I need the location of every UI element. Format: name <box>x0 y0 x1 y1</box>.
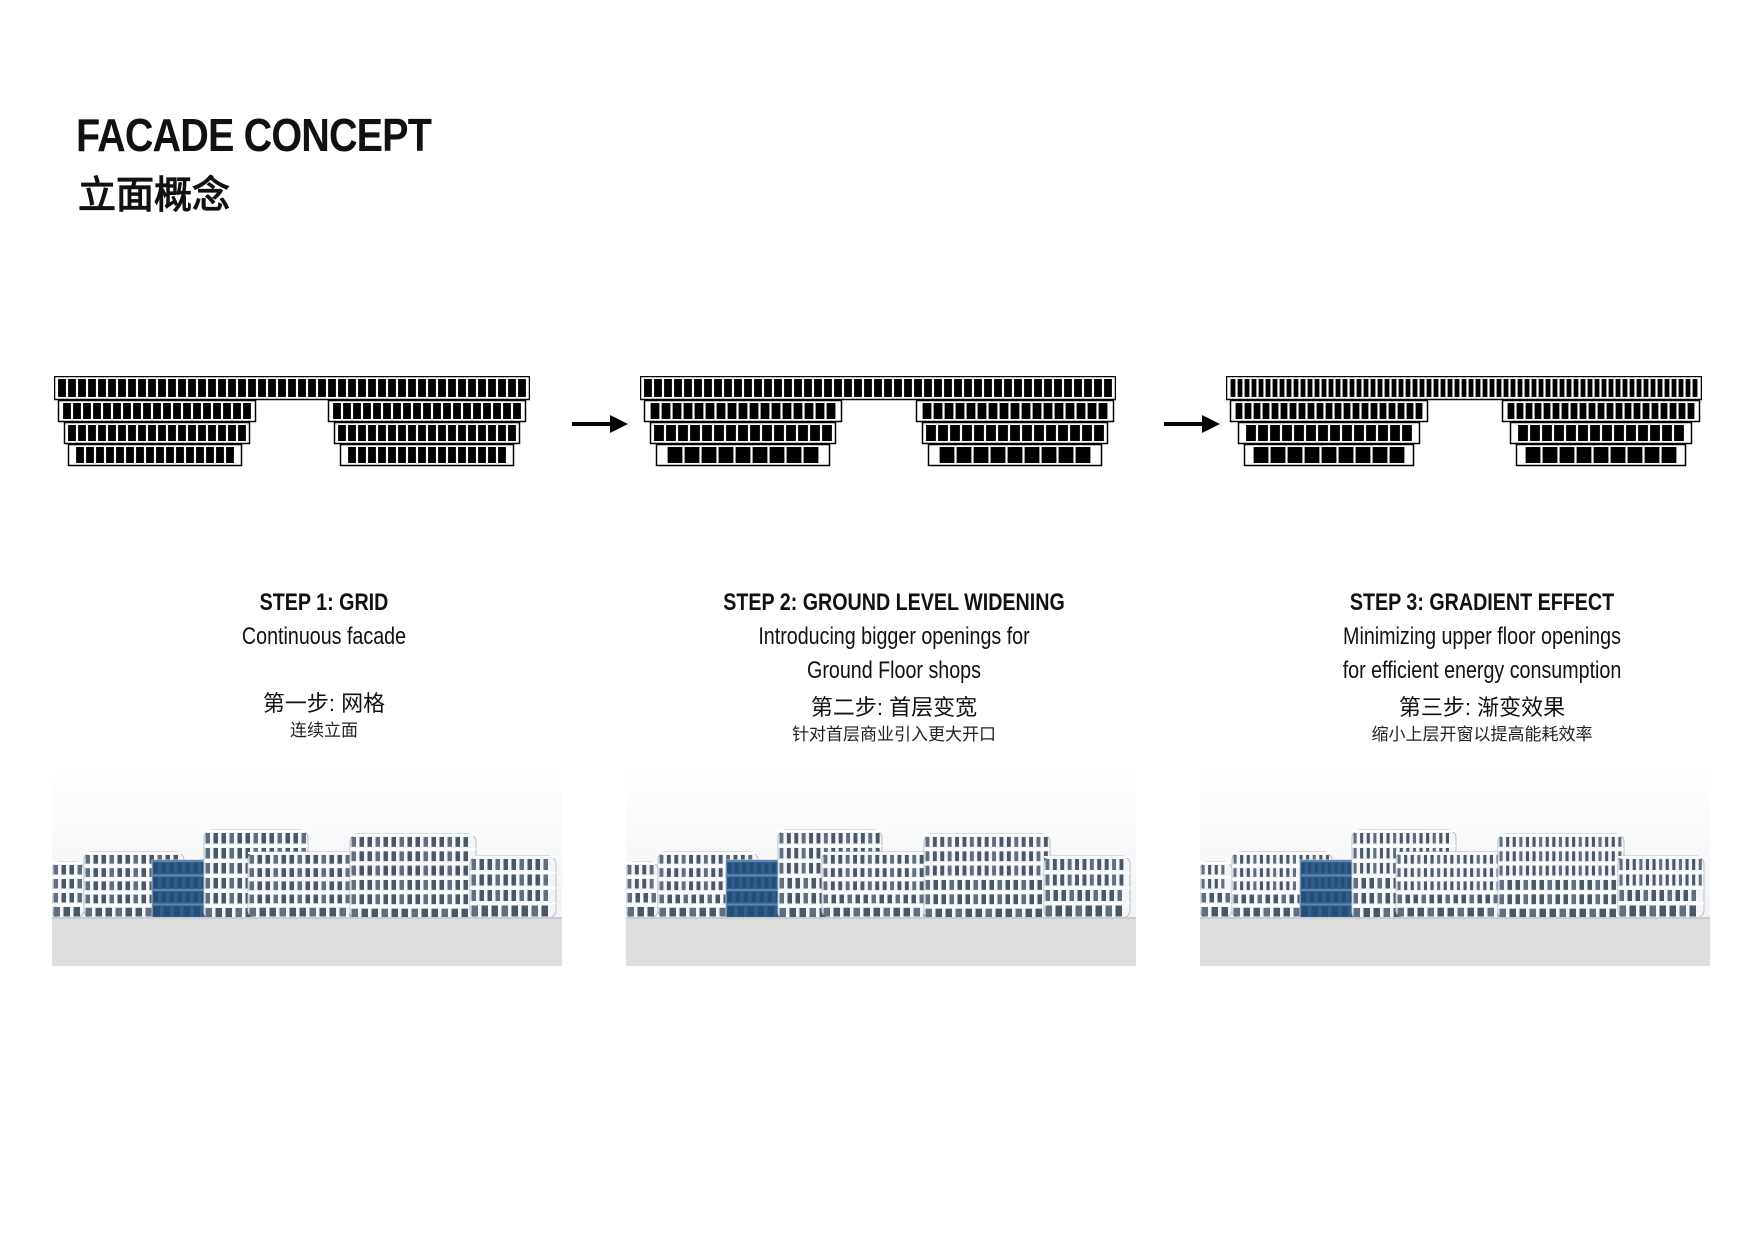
step-2-cn-sub: 针对首层商业引入更大开口 <box>792 725 996 744</box>
step-2-text: STEP 2: GROUND LEVEL WIDENING Introducin… <box>654 586 1134 746</box>
ground-plane <box>626 918 1136 966</box>
facade-band-left-1 <box>57 399 257 423</box>
facade-band-right-1 <box>327 399 527 423</box>
building-7 <box>1617 855 1705 919</box>
facade-band-left-2 <box>649 421 837 445</box>
step-2-heading: STEP 2: GROUND LEVEL WIDENING <box>723 589 1065 616</box>
step-3-heading: STEP 3: GRADIENT EFFECT <box>1349 589 1615 616</box>
step-2-desc-line-1: Introducing bigger openings for <box>758 623 1030 650</box>
building-render-step-2 <box>626 760 1136 966</box>
building-6 <box>1497 833 1625 921</box>
step-1-heading: STEP 1: GRID <box>259 589 389 616</box>
step-3-cn-sub: 缩小上层开窗以提高能耗效率 <box>1371 725 1593 744</box>
facade-band-left-2 <box>1237 421 1421 445</box>
building-1 <box>52 861 85 919</box>
step-1-cn-sub: 连续立面 <box>290 721 358 740</box>
building-5 <box>247 851 359 919</box>
facade-band-right-1 <box>915 399 1115 423</box>
building-1 <box>626 861 659 919</box>
step-1-cn-title: 第一步: 网格 <box>262 691 386 716</box>
facade-band-right-2 <box>921 421 1109 445</box>
building-render-step-1 <box>52 760 562 966</box>
facade-band-left-1 <box>643 399 843 423</box>
building-1 <box>1200 861 1233 919</box>
step-1-text: STEP 1: GRID Continuous facade 第一步: 网格 连… <box>84 586 564 742</box>
building-6 <box>923 833 1051 921</box>
facade-diagram-step-2 <box>640 376 1116 484</box>
facade-band-left-2 <box>63 421 251 445</box>
facade-band-right-3 <box>339 443 515 467</box>
page-subtitle-cn: 立面概念 <box>78 173 231 217</box>
facade-band-right-2 <box>333 421 521 445</box>
ground-plane <box>1200 918 1710 966</box>
building-5 <box>1395 851 1507 919</box>
facade-band-right-3 <box>927 443 1103 467</box>
step-3-desc-line-1: Minimizing upper floor openings <box>1343 623 1621 650</box>
facade-band-right-3 <box>1515 443 1687 467</box>
arrow-right-icon <box>570 412 630 436</box>
step-2-cn-title: 第二步: 首层变宽 <box>810 695 978 720</box>
facade-band-left-3 <box>655 443 831 467</box>
facade-diagram-step-1 <box>54 376 530 484</box>
facade-band-left-3 <box>1243 443 1415 467</box>
building-7 <box>1043 855 1131 919</box>
building-6 <box>349 833 477 921</box>
facade-band-left-1 <box>1229 399 1429 423</box>
facade-band-top <box>54 376 530 401</box>
step-2-desc-line-2: Ground Floor shops <box>807 657 981 684</box>
arrow-right-icon <box>1162 412 1222 436</box>
facade-band-left-3 <box>67 443 243 467</box>
ground-plane <box>52 918 562 966</box>
building-5 <box>821 851 933 919</box>
facade-band-top <box>640 376 1116 401</box>
facade-diagram-step-3 <box>1226 376 1702 484</box>
step-3-desc-line-2: for efficient energy consumption <box>1342 657 1622 684</box>
facade-band-right-2 <box>1509 421 1693 445</box>
building-7 <box>469 855 557 919</box>
page-title: FACADE CONCEPT <box>76 109 432 161</box>
facade-band-top <box>1226 376 1702 401</box>
step-3-text: STEP 3: GRADIENT EFFECT Minimizing upper… <box>1242 586 1722 746</box>
facade-band-right-1 <box>1501 399 1701 423</box>
building-render-step-3 <box>1200 760 1710 966</box>
step-1-desc-line-1: Continuous facade <box>241 623 407 650</box>
step-3-cn-title: 第三步: 渐变效果 <box>1398 695 1566 720</box>
